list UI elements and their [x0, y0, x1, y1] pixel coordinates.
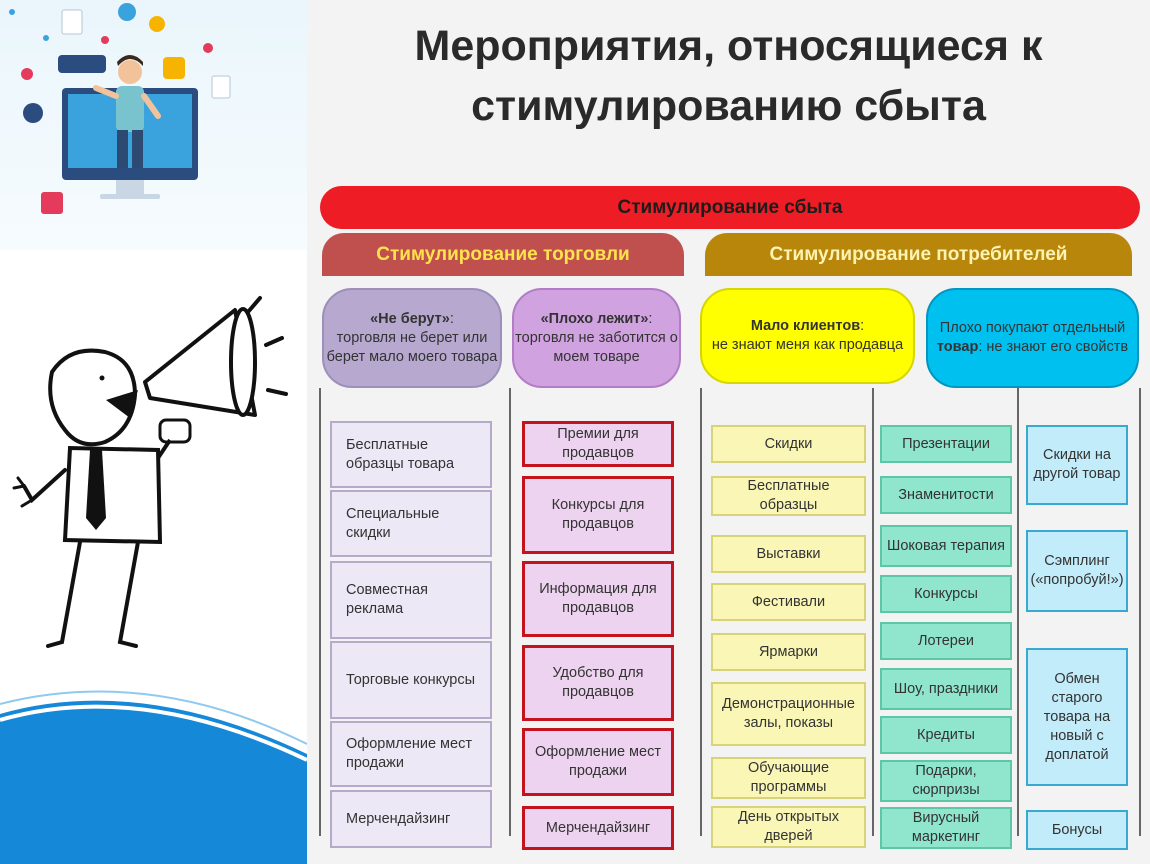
consumer-promotion-header: Стимулирование потребителей [705, 233, 1132, 276]
social-media-illustration [0, 0, 307, 250]
consumer-col4-item: Презентации [880, 425, 1012, 463]
connector-line [319, 388, 321, 836]
trade-col1-item: Бесплатные образцы товара [330, 421, 492, 488]
trade-col1-item: Мерчендайзинг [330, 790, 492, 848]
heart-icon [101, 36, 109, 44]
trade-col1-item: Оформление мест продажи [330, 721, 492, 787]
connector-line [1139, 388, 1141, 836]
not-taking-head: «Не берут»: торговля не берет или берет … [322, 288, 502, 388]
poorly-placed-head: «Плохо лежит»: торговля не заботится о м… [512, 288, 681, 388]
consumer-col4-item: Конкурсы [880, 575, 1012, 613]
consumer-col3-item: Бесплатные образцы [711, 476, 866, 516]
trade-col2-item: Премии для продавцов [522, 421, 674, 467]
consumer-col3-item: День открытых дверей [711, 806, 866, 848]
few-clients-head: Мало клиентов: не знают меня как продавц… [700, 288, 915, 384]
trade-col2-item: Мерчендайзинг [522, 806, 674, 850]
consumer-col5-item: Сэмплинг («попробуй!») [1026, 530, 1128, 612]
document-icon [211, 75, 231, 99]
trade-col1-item: Специальные скидки [330, 490, 492, 557]
product-sells-poorly-head: Плохо покупают отдельный товар: не знают… [926, 288, 1139, 388]
trade-promotion-header: Стимулирование торговли [322, 233, 684, 276]
consumer-col4-item: Знаменитости [880, 476, 1012, 514]
consumer-col5-item: Скидки на другой товар [1026, 425, 1128, 505]
page-title: Мероприятия, относящиеся к стимулировани… [414, 22, 1043, 130]
trade-col2-item: Оформление мест продажи [522, 728, 674, 796]
consumer-col3-item: Ярмарки [711, 633, 866, 671]
sales-promotion-header: Стимулирование сбыта [320, 186, 1140, 229]
connector-line [700, 388, 702, 836]
connector-line [872, 388, 874, 836]
consumer-col5-item: Обмен старого товара на новый с доплатой [1026, 648, 1128, 786]
megaphone-man-illustration [12, 296, 288, 648]
share-icon [41, 192, 63, 214]
consumer-col4-item: Шоковая терапия [880, 525, 1012, 567]
connector-line [1017, 388, 1019, 836]
consumer-col4-item: Кредиты [880, 716, 1012, 754]
blue-wave-decoration [0, 690, 307, 864]
pie-chart-icon [118, 3, 136, 21]
badge-icon [149, 16, 165, 32]
megaphone-icon [143, 308, 257, 417]
left-illustration-panel [0, 0, 307, 864]
trade-col1-item: Совместная реклама [330, 561, 492, 639]
trade-col2-item: Удобство для продавцов [522, 645, 674, 721]
trade-col2-item: Конкурсы для продавцов [522, 476, 674, 554]
consumer-col3-item: Выставки [711, 535, 866, 573]
consumer-col5-item: Бонусы [1026, 810, 1128, 850]
consumer-col3-item: Скидки [711, 425, 866, 463]
consumer-col4-item: Подарки, сюрпризы [880, 760, 1012, 802]
heart-icon [203, 43, 213, 53]
document-icon [61, 9, 83, 35]
connector-line [509, 388, 511, 836]
consumer-col4-item: Шоу, праздники [880, 668, 1012, 710]
location-icon [23, 103, 43, 123]
consumer-col3-item: Демонстрационные залы, показы [711, 682, 866, 746]
trade-col1-item: Торговые конкурсы [330, 641, 492, 719]
consumer-col4-item: Вирусный маркетинг [880, 807, 1012, 849]
consumer-col3-item: Обучающие программы [711, 757, 866, 799]
consumer-col3-item: Фестивали [711, 583, 866, 621]
camera-icon [163, 57, 185, 79]
trade-col2-item: Информация для продавцов [522, 561, 674, 637]
heart-icon [21, 68, 33, 80]
social-bar-icon [58, 55, 106, 73]
consumer-col4-item: Лотереи [880, 622, 1012, 660]
